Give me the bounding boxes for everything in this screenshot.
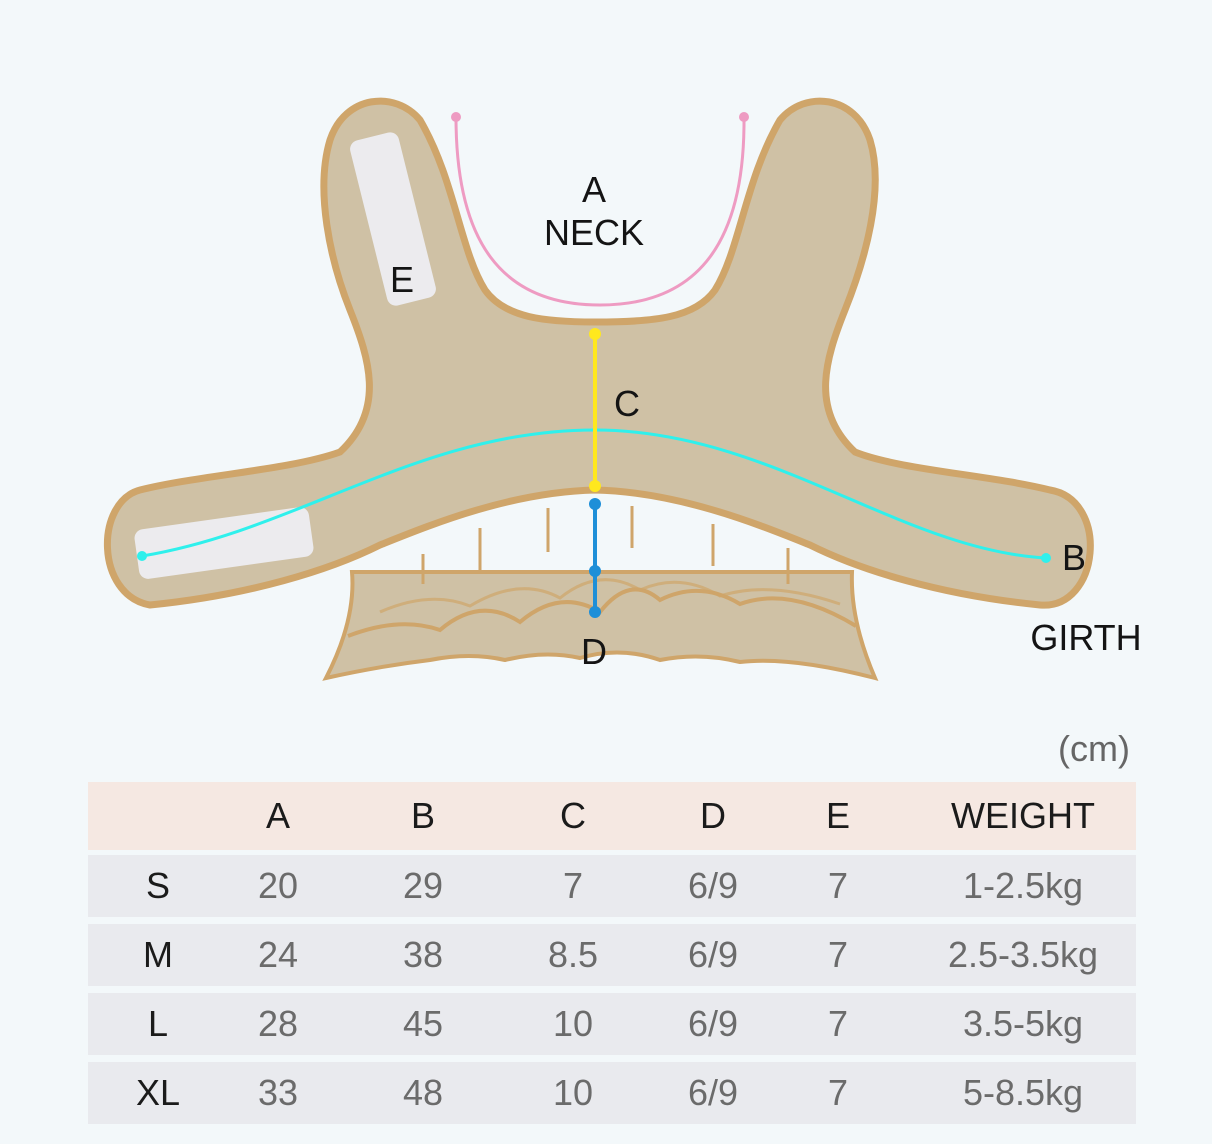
cell-a: 24 bbox=[257, 934, 299, 975]
table-header: A B C D E WEIGHT bbox=[88, 782, 1136, 850]
harness-ruffle-skirt bbox=[322, 570, 879, 681]
cell-weight: 1-2.5kg bbox=[962, 865, 1084, 906]
cell-b: 29 bbox=[402, 865, 444, 906]
cell-d: 6/9 bbox=[687, 865, 739, 906]
harness-pleat-lines bbox=[421, 506, 790, 584]
patch-e bbox=[350, 132, 436, 306]
cell-e: 7 bbox=[827, 865, 849, 906]
d-end-bottom bbox=[589, 606, 601, 618]
cell-size: M bbox=[143, 934, 173, 975]
cell-size: S bbox=[145, 865, 170, 906]
cell-a: 33 bbox=[257, 1072, 299, 1113]
cell-d: 6/9 bbox=[687, 934, 739, 975]
table-row: S 20 29 7 6/9 7 1-2.5kg bbox=[88, 855, 1136, 917]
table-row: M 24 38 8.5 6/9 7 2.5-3.5kg bbox=[88, 924, 1136, 986]
cell-b: 45 bbox=[402, 1003, 444, 1044]
cell-c: 10 bbox=[552, 1072, 594, 1113]
size-table: A B C D E WEIGHT S 20 29 7 6/9 7 1-2.5kg… bbox=[88, 782, 1136, 1131]
neck-end-left bbox=[451, 112, 461, 122]
header-size bbox=[88, 782, 228, 850]
cell-weight: 5-8.5kg bbox=[962, 1072, 1084, 1113]
header-a: A bbox=[265, 795, 290, 836]
cell-e: 7 bbox=[827, 1072, 849, 1113]
d-end-top bbox=[589, 498, 601, 510]
cell-size: XL bbox=[135, 1072, 181, 1113]
c-end-bottom bbox=[589, 480, 601, 492]
header-b: B bbox=[410, 795, 435, 836]
cell-c: 8.5 bbox=[547, 934, 599, 975]
cell-e: 7 bbox=[827, 934, 849, 975]
cell-b: 38 bbox=[402, 934, 444, 975]
header-e: E bbox=[825, 795, 850, 836]
girth-end-left bbox=[137, 551, 147, 561]
header-c: C bbox=[560, 795, 586, 836]
unit-label: (cm) bbox=[1058, 728, 1130, 769]
cell-weight: 3.5-5kg bbox=[962, 1003, 1084, 1044]
cell-c: 10 bbox=[552, 1003, 594, 1044]
cell-b: 48 bbox=[402, 1072, 444, 1113]
label-neck: NECK bbox=[544, 212, 644, 253]
cell-weight: 2.5-3.5kg bbox=[947, 934, 1099, 975]
header-d: D bbox=[700, 795, 726, 836]
neck-measure-line bbox=[454, 116, 746, 307]
cell-d: 6/9 bbox=[687, 1003, 739, 1044]
neck-end-right bbox=[739, 112, 749, 122]
cell-c: 7 bbox=[562, 865, 584, 906]
label-c: C bbox=[614, 383, 640, 424]
label-d: D bbox=[581, 631, 607, 672]
c-end-top bbox=[589, 328, 601, 340]
d-mid bbox=[589, 565, 601, 577]
harness-diagram: A NECK E C B GIRTH D bbox=[104, 97, 1142, 681]
cell-a: 20 bbox=[257, 865, 299, 906]
label-girth: GIRTH bbox=[1030, 617, 1141, 658]
header-weight: WEIGHT bbox=[951, 795, 1095, 836]
table-row: XL 33 48 10 6/9 7 5-8.5kg bbox=[88, 1062, 1136, 1124]
label-b: B bbox=[1062, 537, 1086, 578]
label-a: A bbox=[582, 169, 606, 210]
table-row: L 28 45 10 6/9 7 3.5-5kg bbox=[88, 993, 1136, 1055]
label-e: E bbox=[390, 259, 414, 300]
harness-ruffle-inner-fold bbox=[379, 578, 841, 614]
cell-size: L bbox=[147, 1003, 169, 1044]
cell-e: 7 bbox=[827, 1003, 849, 1044]
girth-end-right bbox=[1041, 553, 1051, 563]
cell-d: 6/9 bbox=[687, 1072, 739, 1113]
patch-girth-left bbox=[134, 507, 314, 579]
cell-a: 28 bbox=[257, 1003, 299, 1044]
